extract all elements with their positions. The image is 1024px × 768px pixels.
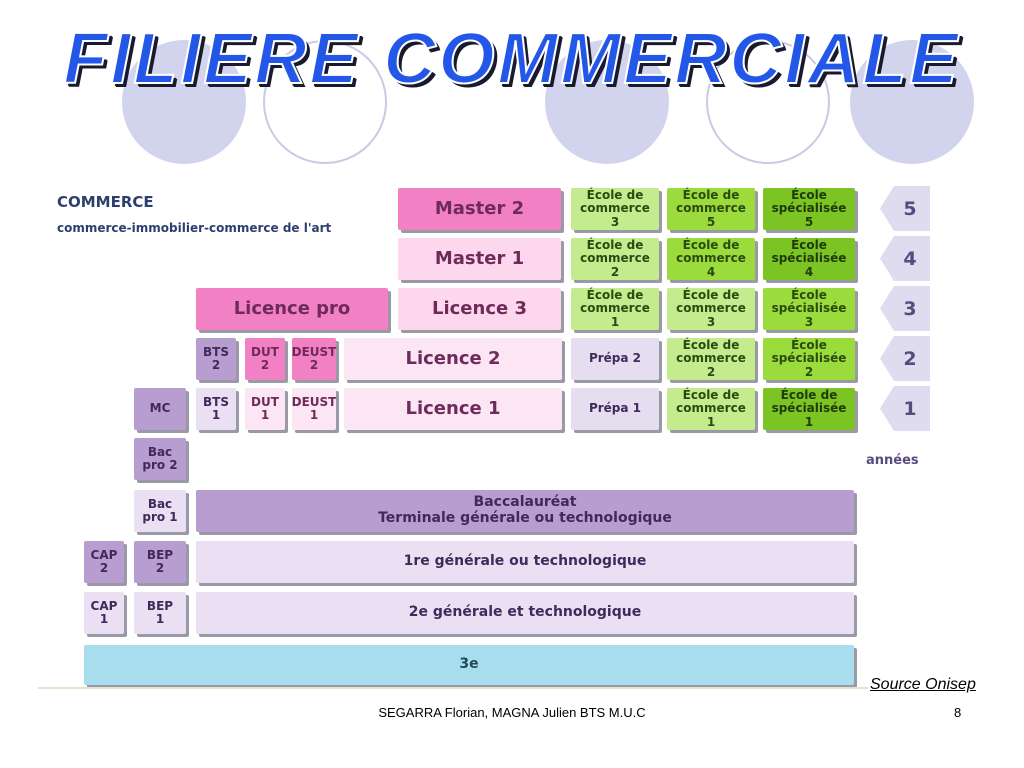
box-licence-3: Licence 3	[398, 288, 561, 330]
box-dut-2: DUT 2	[245, 338, 285, 380]
diagram-subheading: commerce-immobilier-commerce de l'art	[57, 221, 332, 235]
box-bac-pro-1: Bac pro 1	[134, 490, 186, 532]
box-ecole-commerce-3-r3: École de commerce 3	[667, 288, 755, 330]
box-ecole-specialisee-5: École spécialisée 5	[763, 188, 855, 230]
box-dut-1: DUT 1	[245, 388, 285, 430]
box-bac-pro-2: Bac pro 2	[134, 438, 186, 480]
box-bts-1: BTS 1	[196, 388, 236, 430]
decor-circle-2	[263, 40, 387, 164]
decor-circle-1	[122, 40, 246, 164]
box-ecole-specialisee-2: École spécialisée 2	[763, 338, 855, 380]
year-marker-5: 5	[880, 186, 930, 231]
box-ecole-commerce-2-r2: École de commerce 2	[667, 338, 755, 380]
box-seconde: 2e générale et technologique	[196, 592, 854, 634]
decor-circle-5	[850, 40, 974, 164]
box-ecole-commerce-1-r1: École de commerce 1	[667, 388, 755, 430]
box-bep-1: BEP 1	[134, 592, 186, 634]
box-ecole-commerce-1-r3: École de commerce 1	[571, 288, 659, 330]
box-licence-2: Licence 2	[344, 338, 562, 380]
box-ecole-commerce-2-r4: École de commerce 2	[571, 238, 659, 280]
slide-title: FILIERE COMMERCIALE	[63, 18, 961, 100]
box-cap-2: CAP 2	[84, 541, 124, 583]
bac-title: Baccalauréat	[473, 494, 577, 511]
box-licence-pro: Licence pro	[196, 288, 388, 330]
years-label: années	[866, 453, 919, 468]
box-baccalaureat: Baccalauréat Terminale générale ou techn…	[196, 490, 854, 532]
box-prepa-2: Prépa 2	[571, 338, 659, 380]
box-mc: MC	[134, 388, 186, 430]
box-ecole-specialisee-3: École spécialisée 3	[763, 288, 855, 330]
box-licence-1: Licence 1	[344, 388, 562, 430]
box-ecole-specialisee-1: École de spécialisée 1	[763, 388, 855, 430]
diagram-heading: COMMERCE	[57, 193, 154, 211]
bac-subtitle: Terminale générale ou technologique	[378, 510, 672, 526]
box-premiere: 1re générale ou technologique	[196, 541, 854, 583]
box-ecole-commerce-3-r5: École de commerce 3	[571, 188, 659, 230]
box-cap-1: CAP 1	[84, 592, 124, 634]
box-prepa-1: Prépa 1	[571, 388, 659, 430]
year-marker-2: 2	[880, 336, 930, 381]
year-marker-4: 4	[880, 236, 930, 281]
box-master-2: Master 2	[398, 188, 561, 230]
box-master-1: Master 1	[398, 238, 561, 280]
footer-authors: SEGARRA Florian, MAGNA Julien BTS M.U.C	[378, 705, 646, 720]
decor-circle-4	[706, 40, 830, 164]
box-troisieme: 3e	[84, 645, 854, 685]
box-deust-2: DEUST 2	[292, 338, 336, 380]
baseline-divider	[38, 687, 868, 689]
page-number: 8	[954, 705, 962, 720]
year-marker-3: 3	[880, 286, 930, 331]
box-deust-1: DEUST 1	[292, 388, 336, 430]
year-marker-1: 1	[880, 386, 930, 431]
box-ecole-specialisee-4: École spécialisée 4	[763, 238, 855, 280]
decor-circle-3	[545, 40, 669, 164]
box-bep-2: BEP 2	[134, 541, 186, 583]
box-ecole-commerce-4: École de commerce 4	[667, 238, 755, 280]
source-link[interactable]: Source Onisep	[870, 676, 976, 693]
box-ecole-commerce-5: École de commerce 5	[667, 188, 755, 230]
box-bts-2: BTS 2	[196, 338, 236, 380]
